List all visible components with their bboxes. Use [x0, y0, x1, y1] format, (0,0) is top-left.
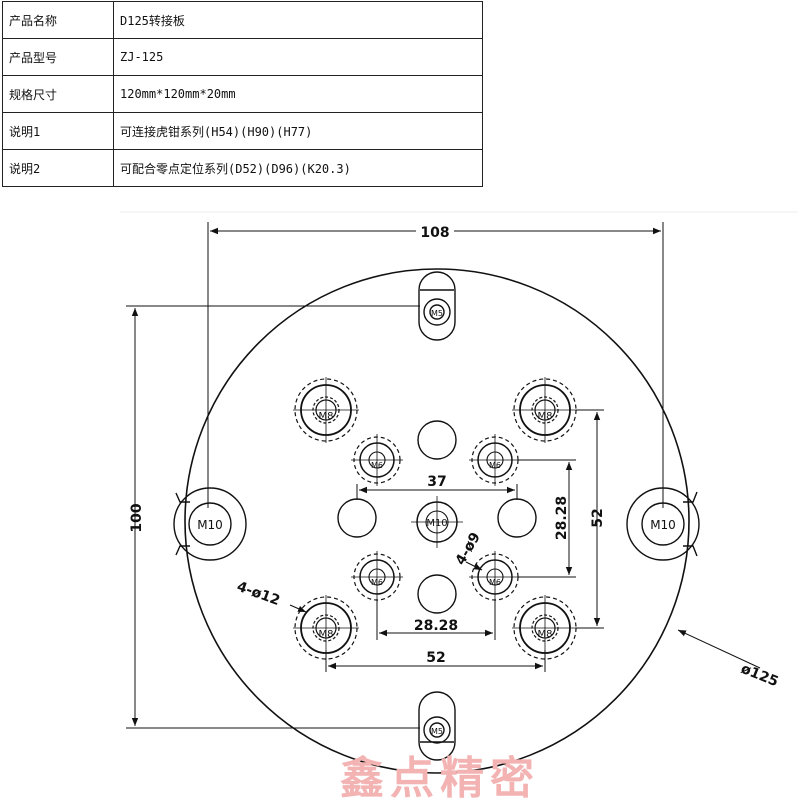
spec-table: 产品名称 D125转接板 产品型号 ZJ-125 规格尺寸 120mm*120m…: [2, 1, 483, 187]
spec-row-note1: 说明1 可连接虎钳系列(H54)(H90)(H77): [2, 112, 483, 150]
m8-hole-top-right: [512, 377, 578, 443]
plain-hole-bottom: [417, 574, 457, 614]
left-m10-boss: [173, 487, 247, 561]
m6-hole-bottom-right: [469, 551, 521, 603]
dim-2828-h: [376, 600, 496, 640]
m6-hole-top-right: [469, 434, 521, 486]
m8-label-bottom-left: M8: [319, 629, 334, 640]
m10-label-right: M10: [650, 518, 676, 532]
dim-4x9-leader: [465, 561, 483, 571]
dim-4x12-label: 4-ø12: [235, 579, 282, 609]
spec-label: 说明1: [2, 112, 114, 150]
m6-label-top-left: M6: [371, 461, 383, 470]
dim-2828-v-label: 28.28: [554, 496, 570, 540]
dim-37: [356, 484, 518, 500]
spec-value: 120mm*120mm*20mm: [113, 75, 483, 113]
spec-value: 可连接虎钳系列(H54)(H90)(H77): [113, 112, 483, 150]
spec-row-note2: 说明2 可配合零点定位系列(D52)(D96)(K20.3): [2, 149, 483, 187]
m6-label-bottom-left: M6: [371, 578, 383, 587]
m6-hole-top-left: [351, 434, 403, 486]
spec-label: 说明2: [2, 149, 114, 187]
plain-hole-left: [337, 498, 377, 538]
dim-52-h-label: 52: [426, 650, 445, 666]
spec-label: 产品名称: [2, 1, 114, 39]
spec-value: 可配合零点定位系列(D52)(D96)(K20.3): [113, 149, 483, 187]
m8-label-top-right: M8: [538, 411, 553, 422]
dim-108-bg: [416, 222, 454, 240]
dim-37-label: 37: [427, 474, 446, 490]
spec-value: D125转接板: [113, 1, 483, 39]
m6-hole-bottom-left: [351, 551, 403, 603]
spec-row-model: 产品型号 ZJ-125: [2, 38, 483, 76]
m10-label-center: M10: [426, 518, 447, 529]
dim-100: [126, 305, 420, 729]
dim-100-label: 100: [129, 503, 145, 532]
plain-hole-right: [497, 498, 537, 538]
dim-125-leader: [677, 629, 761, 669]
dim-4x9-label: 4-ø9: [453, 530, 484, 568]
bottom-m5-slot: [418, 691, 456, 761]
dim-52-h: [325, 650, 546, 672]
watermark: 鑫点精密: [340, 753, 540, 800]
m8-hole-top-left: [293, 377, 359, 443]
m6-label-top-right: M6: [489, 461, 501, 470]
dim-2828-h-label: 28.28: [414, 618, 458, 634]
m5-label-top: M5: [431, 309, 443, 318]
m6-label-bottom-right: M6: [489, 578, 501, 587]
dim-108: [207, 222, 664, 508]
plain-hole-top: [417, 420, 457, 460]
spec-row-size: 规格尺寸 120mm*120mm*20mm: [2, 75, 483, 113]
dim-125-label: ø125: [739, 661, 781, 690]
top-m5-slot: [418, 271, 456, 341]
dim-4x12-leader: [289, 604, 307, 613]
plate-outline: [184, 268, 690, 774]
dim-108-label: 108: [420, 225, 449, 241]
dim-52-v-label: 52: [590, 508, 606, 527]
center-m10-hole: [411, 496, 463, 548]
dim-52-v: [576, 409, 604, 629]
m5-label-bottom: M5: [431, 727, 443, 736]
spec-row-name: 产品名称 D125转接板: [2, 1, 483, 39]
spec-value: ZJ-125: [113, 38, 483, 76]
m8-label-top-left: M8: [319, 411, 334, 422]
m10-label-left: M10: [197, 518, 223, 532]
dim-2828-v: [518, 459, 576, 578]
m8-label-bottom-right: M8: [538, 629, 553, 640]
